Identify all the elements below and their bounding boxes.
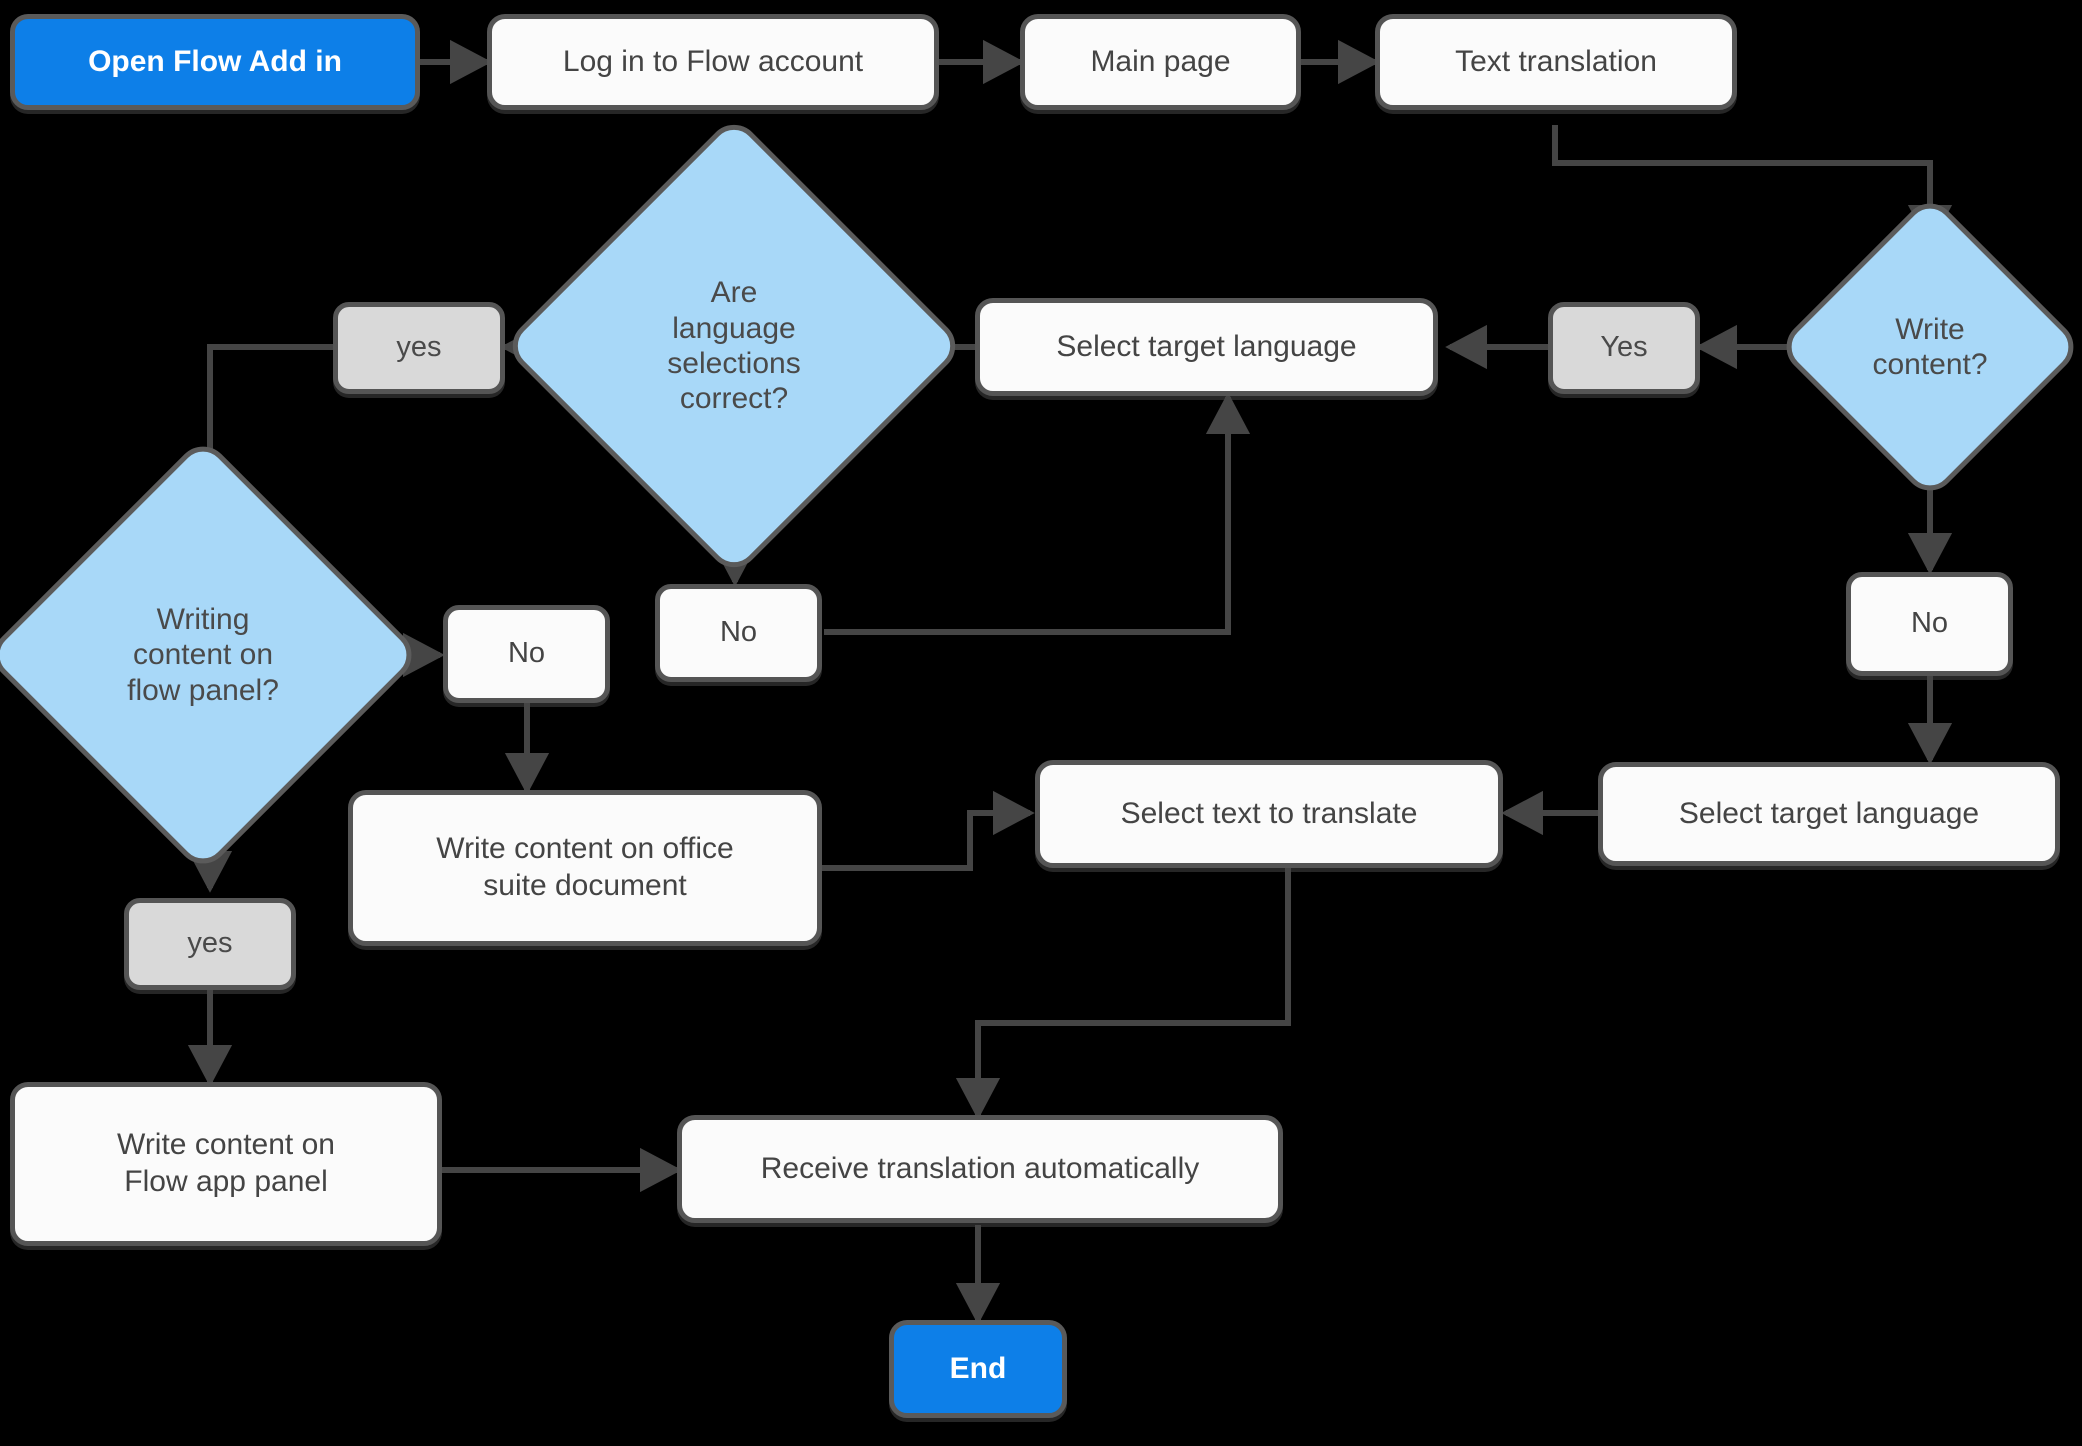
- node-are-language-selections-correct-label: Are language selections correct?: [667, 276, 801, 416]
- node-no-flow-panel[interactable]: No: [443, 605, 610, 703]
- edge-no-selecttargetlanguage-top: [824, 392, 1251, 635]
- edge-texttranslation-writecontent: [1552, 125, 1953, 247]
- node-receive-translation-automatically[interactable]: Receive translation automatically: [677, 1115, 1283, 1223]
- node-end-label: End: [949, 1351, 1007, 1385]
- node-write-content-on-office-suite-document[interactable]: Write content on office suite document: [348, 790, 822, 946]
- node-writing-content-on-flow-panel-label: Writing content on flow panel?: [127, 602, 279, 707]
- node-yes-write-content-label: Yes: [1600, 331, 1648, 364]
- node-log-in-to-flow-account[interactable]: Log in to Flow account: [487, 14, 939, 110]
- node-yes-write-content[interactable]: Yes: [1548, 302, 1700, 394]
- node-receive-translation-automatically-label: Receive translation automatically: [760, 1151, 1200, 1185]
- node-main-page[interactable]: Main page: [1020, 14, 1301, 110]
- edge-writeoffice-selecttext: [822, 790, 1035, 871]
- node-select-target-language-bottom-label: Select target language: [1678, 796, 1980, 830]
- node-yes-flow-panel[interactable]: yes: [124, 898, 296, 990]
- node-write-content-on-flow-app-panel-label: Write content on Flow app panel: [117, 1128, 335, 1198]
- node-select-target-language-bottom[interactable]: Select target language: [1598, 762, 2060, 866]
- node-main-page-label: Main page: [1090, 44, 1231, 78]
- node-open-flow-addin[interactable]: Open Flow Add in: [10, 14, 420, 110]
- node-write-content-decision[interactable]: Write content?: [1775, 192, 2082, 502]
- node-writing-content-on-flow-panel[interactable]: Writing content on flow panel?: [0, 435, 423, 875]
- node-text-translation[interactable]: Text translation: [1375, 14, 1737, 110]
- node-open-flow-addin-label: Open Flow Add in: [88, 44, 342, 78]
- node-select-text-to-translate[interactable]: Select text to translate: [1035, 760, 1503, 868]
- node-select-target-language-top-label: Select target language: [1056, 329, 1357, 363]
- node-select-text-to-translate-label: Select text to translate: [1120, 796, 1418, 830]
- node-yes-language[interactable]: yes: [333, 302, 505, 394]
- node-write-content-on-office-suite-document-label: Write content on office suite document: [436, 832, 734, 902]
- node-no-flow-panel-label: No: [507, 637, 546, 670]
- edge-selecttext-receive: [955, 868, 1291, 1120]
- node-no-write-content[interactable]: No: [1846, 572, 2013, 676]
- node-end[interactable]: End: [889, 1320, 1067, 1418]
- node-yes-language-label: yes: [396, 331, 442, 364]
- node-no-language[interactable]: No: [655, 584, 822, 682]
- node-yes-flow-panel-label: yes: [187, 927, 233, 960]
- node-write-content-decision-label: Write content?: [1872, 312, 1988, 381]
- node-are-language-selections-correct[interactable]: Are language selections correct?: [502, 114, 966, 578]
- node-text-translation-label: Text translation: [1455, 44, 1657, 78]
- node-no-language-label: No: [719, 616, 758, 649]
- node-select-target-language-top[interactable]: Select target language: [975, 298, 1438, 396]
- node-write-content-on-flow-app-panel[interactable]: Write content on Flow app panel: [10, 1082, 442, 1246]
- node-no-write-content-label: No: [1910, 607, 1949, 640]
- node-log-in-to-flow-account-label: Log in to Flow account: [562, 44, 864, 78]
